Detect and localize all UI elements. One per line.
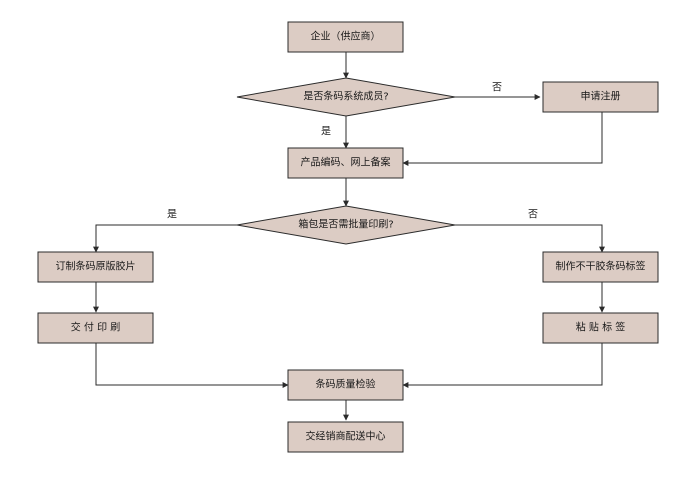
- node-supplier-label: 企业（供应商）: [311, 30, 381, 43]
- node-batch-check: 箱包是否需批量印刷?: [236, 205, 456, 245]
- node-quality-label: 条码质量检验: [316, 378, 376, 391]
- node-make-label: 制作不干胶条码标签: [542, 251, 659, 283]
- node-member-check-label: 是否条码系统成员?: [303, 90, 388, 103]
- node-deliver-label: 交经销商配送中心: [306, 430, 386, 443]
- node-supplier: 企业（供应商）: [287, 21, 404, 53]
- edges: [93, 52, 605, 421]
- edge-register-to-encode: [402, 112, 603, 166]
- edge-label-member-yes: 是: [321, 126, 331, 138]
- edge-print-to-quality: [95, 343, 289, 388]
- edge-batch-yes-to-film: [93, 224, 237, 253]
- edge-paste-to-quality: [402, 343, 603, 388]
- edge-label-batch-no: 否: [528, 209, 538, 221]
- node-make-label-label: 制作不干胶条码标签: [556, 260, 646, 273]
- node-film-label: 订制条码原版胶片: [56, 260, 136, 273]
- node-paste-label: 粘 贴 标 签: [576, 321, 626, 334]
- node-paste: 粘 贴 标 签: [542, 312, 659, 344]
- node-print-label: 交 付 印 刷: [71, 321, 121, 334]
- node-deliver: 交经销商配送中心: [287, 421, 404, 453]
- node-film: 订制条码原版胶片: [37, 251, 154, 283]
- node-print: 交 付 印 刷: [37, 312, 154, 344]
- node-register-label: 申请注册: [581, 90, 621, 103]
- edge-batch-no-to-make-label: [455, 224, 605, 253]
- node-batch-check-label: 箱包是否需批量印刷?: [298, 218, 393, 231]
- node-encode: 产品编码、网上备案: [287, 147, 404, 179]
- edge-labels: 否 是 是 否: [167, 82, 538, 221]
- nodes: 企业（供应商） 是否条码系统成员? 申请注册 产品编码、网上备案 箱包是否需批量…: [37, 21, 659, 453]
- node-register: 申请注册: [542, 81, 659, 113]
- node-encode-label: 产品编码、网上备案: [301, 156, 391, 169]
- node-quality: 条码质量检验: [287, 369, 404, 401]
- edge-label-member-no: 否: [492, 82, 502, 94]
- node-member-check: 是否条码系统成员?: [236, 77, 456, 117]
- edge-label-batch-yes: 是: [167, 209, 177, 221]
